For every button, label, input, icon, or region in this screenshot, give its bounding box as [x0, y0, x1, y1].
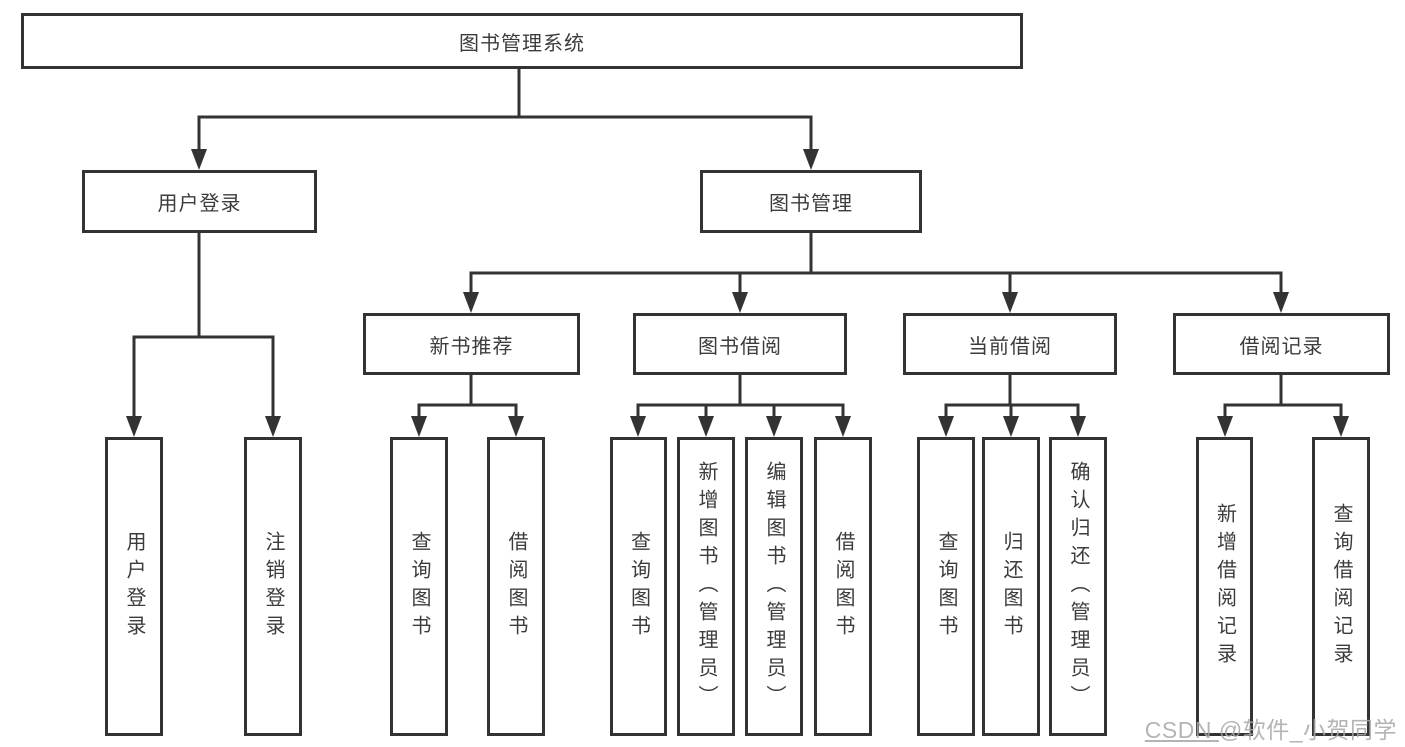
leaf-user-login: 用户登录 [105, 437, 163, 736]
node-book-borrow: 图书借阅 [633, 313, 847, 375]
leaf-borrow-borrow-book-label: 借阅图书 [832, 530, 854, 643]
node-new-book-recommend: 新书推荐 [363, 313, 580, 375]
node-current-borrow-label: 当前借阅 [968, 335, 1052, 358]
node-user-login-label: 用户登录 [157, 193, 242, 215]
node-borrow-records: 借阅记录 [1173, 313, 1390, 375]
leaf-recommend-borrow-book-label: 借阅图书 [505, 530, 527, 643]
leaf-add-book-admin: 新增图书（管理员） [677, 437, 735, 736]
node-user-login: 用户登录 [82, 170, 317, 233]
node-book-management-label: 图书管理 [769, 193, 853, 215]
leaf-recommend-borrow-book: 借阅图书 [487, 437, 545, 736]
watermark: CSDN @软件_小贺同学 [1145, 711, 1397, 745]
node-system-root-label: 图书管理系统 [459, 32, 585, 55]
leaf-edit-book-admin-label: 编辑图书（管理员） [763, 460, 785, 713]
node-current-borrow: 当前借阅 [903, 313, 1117, 375]
leaf-borrow-query-book-label: 查询图书 [627, 530, 650, 643]
leaf-add-book-admin-label: 新增图书（管理员） [695, 460, 717, 713]
leaf-return-book-label: 归还图书 [1000, 530, 1022, 643]
leaf-query-borrow-record-label: 查询借阅记录 [1330, 502, 1352, 671]
watermark-handle: @软件_小贺同学 [1218, 717, 1397, 743]
leaf-confirm-return-admin-label: 确认归还（管理员） [1067, 460, 1089, 713]
leaf-add-borrow-record-label: 新增借阅记录 [1213, 502, 1236, 671]
leaf-edit-book-admin: 编辑图书（管理员） [745, 437, 803, 736]
leaf-current-query-book: 查询图书 [917, 437, 975, 736]
leaf-confirm-return-admin: 确认归还（管理员） [1049, 437, 1107, 736]
leaf-add-borrow-record: 新增借阅记录 [1196, 437, 1253, 736]
leaf-user-login-label: 用户登录 [123, 530, 145, 643]
leaf-borrow-borrow-book: 借阅图书 [814, 437, 872, 736]
node-system-root: 图书管理系统 [21, 13, 1023, 69]
leaf-borrow-query-book: 查询图书 [610, 437, 667, 736]
leaf-query-borrow-record: 查询借阅记录 [1312, 437, 1370, 736]
node-new-book-recommend-label: 新书推荐 [429, 335, 514, 358]
node-book-borrow-label: 图书借阅 [698, 335, 782, 358]
leaf-logout: 注销登录 [244, 437, 302, 736]
leaf-logout-label: 注销登录 [262, 530, 284, 643]
leaf-recommend-query-book: 查询图书 [390, 437, 448, 736]
leaf-return-book: 归还图书 [982, 437, 1040, 736]
leaf-current-query-book-label: 查询图书 [935, 530, 957, 643]
node-book-management: 图书管理 [700, 170, 922, 233]
watermark-site: CSDN [1144, 717, 1219, 743]
node-borrow-records-label: 借阅记录 [1239, 335, 1324, 358]
leaf-recommend-query-book-label: 查询图书 [408, 530, 430, 643]
